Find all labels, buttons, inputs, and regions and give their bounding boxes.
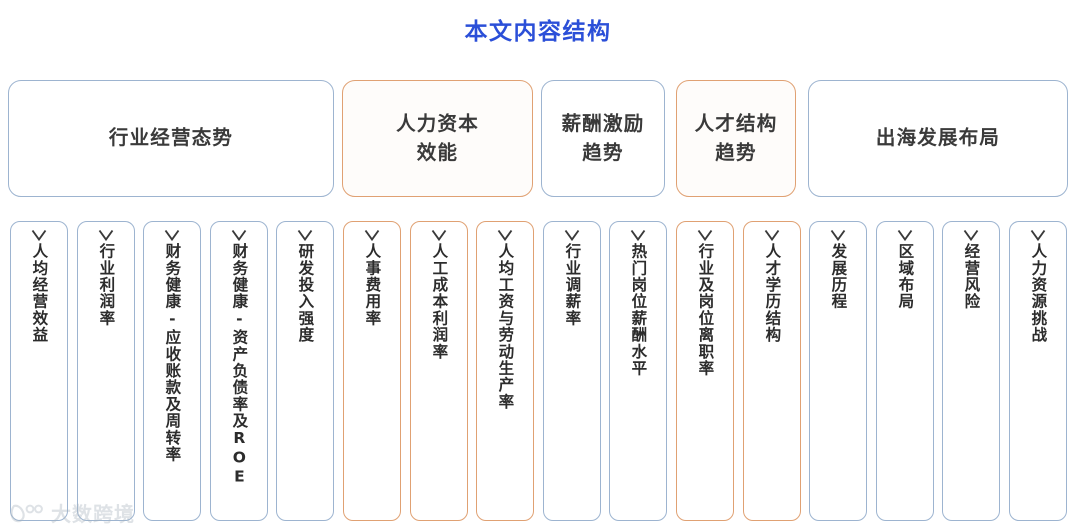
chevron-down-icon [564, 229, 580, 241]
item-box[interactable]: 研发投入强度 [276, 221, 334, 521]
item-box[interactable]: 人工成本利润率 [410, 221, 468, 521]
chevron-down-icon [98, 229, 114, 241]
category-label: 薪酬激励 趋势 [561, 112, 645, 164]
item-label: 财务健康-应收账款及周转率 [163, 243, 182, 463]
item-box[interactable]: 人均经营效益 [10, 221, 68, 521]
page-title: 本文内容结构 [464, 19, 612, 45]
category-box[interactable]: 薪酬激励 趋势 [541, 80, 665, 197]
category-label: 人才结构 趋势 [694, 112, 778, 164]
item-label: 热门岗位薪酬水平 [629, 243, 648, 377]
category-box[interactable]: 出海发展布局 [808, 80, 1068, 197]
item-box[interactable]: 人均工资与劳动生产率 [476, 221, 534, 521]
chevron-down-icon [830, 229, 846, 241]
item-box[interactable]: 行业利润率 [77, 221, 135, 521]
item-label: 人工成本利润率 [430, 243, 449, 360]
item-label: 研发投入强度 [296, 243, 315, 344]
item-row: 人均经营效益 行业利润率 财务健康-应收账款及周转率 财务健康-资产负债率及ROE 研发… [0, 221, 1076, 521]
chevron-down-icon [897, 229, 913, 241]
item-label: 行业及岗位离职率 [696, 243, 715, 377]
chevron-down-icon [231, 229, 247, 241]
item-box[interactable]: 财务健康-应收账款及周转率 [143, 221, 201, 521]
item-label: 人均工资与劳动生产率 [496, 243, 515, 410]
item-label: 行业调薪率 [563, 243, 582, 327]
item-label: 人均经营效益 [30, 243, 49, 344]
item-box[interactable]: 人事费用率 [343, 221, 401, 521]
chevron-down-icon [630, 229, 646, 241]
item-label: 经营风险 [962, 243, 981, 310]
chevron-down-icon [297, 229, 313, 241]
item-box[interactable]: 财务健康-资产负债率及ROE [210, 221, 268, 521]
category-box[interactable]: 行业经营态势 [8, 80, 334, 197]
item-box[interactable]: 行业调薪率 [543, 221, 601, 521]
item-box[interactable]: 经营风险 [942, 221, 1000, 521]
category-box[interactable]: 人才结构 趋势 [676, 80, 796, 197]
chevron-down-icon [164, 229, 180, 241]
item-label: 发展历程 [829, 243, 848, 310]
item-box[interactable]: 人力资源挑战 [1009, 221, 1067, 521]
item-label: 人事费用率 [363, 243, 382, 327]
item-label: 财务健康-资产负债率及ROE [230, 243, 249, 487]
item-box[interactable]: 行业及岗位离职率 [676, 221, 734, 521]
item-box[interactable]: 人才学历结构 [743, 221, 801, 521]
category-row: 行业经营态势 人力资本 效能 薪酬激励 趋势人才结构 趋势 出海发展布局 [0, 80, 1076, 197]
item-label: 区域布局 [896, 243, 915, 310]
item-box[interactable]: 热门岗位薪酬水平 [609, 221, 667, 521]
chevron-down-icon [364, 229, 380, 241]
chevron-down-icon [697, 229, 713, 241]
item-label: 人才学历结构 [763, 243, 782, 344]
chevron-down-icon [764, 229, 780, 241]
chevron-down-icon [31, 229, 47, 241]
item-box[interactable]: 发展历程 [809, 221, 867, 521]
category-label: 出海发展布局 [875, 126, 1001, 150]
chevron-down-icon [431, 229, 447, 241]
category-label: 行业经营态势 [108, 126, 234, 150]
item-label: 人力资源挑战 [1029, 243, 1048, 344]
chevron-down-icon [1030, 229, 1046, 241]
chevron-down-icon [497, 229, 513, 241]
category-box[interactable]: 人力资本 效能 [342, 80, 533, 197]
chevron-down-icon [963, 229, 979, 241]
item-label: 行业利润率 [97, 243, 116, 327]
category-label: 人力资本 效能 [396, 112, 479, 164]
item-box[interactable]: 区域布局 [876, 221, 934, 521]
